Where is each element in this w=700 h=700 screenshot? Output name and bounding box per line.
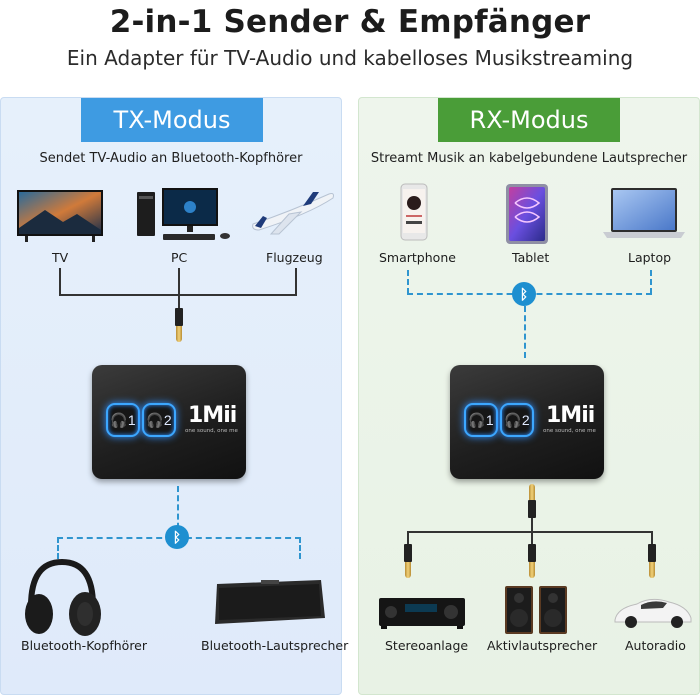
rx-aux-jack-stereo xyxy=(404,544,412,578)
rx-bt-link-smartphone xyxy=(407,270,409,294)
tx-source-label-flugzeug: Flugzeug xyxy=(266,250,323,265)
brand-logo: 1Mii xyxy=(188,403,237,428)
rx-output-label-car: Autoradio xyxy=(625,638,686,653)
brand-tagline: one sound, one me xyxy=(185,428,238,434)
rx-output-label-speakers: Aktivlautsprecher xyxy=(487,638,598,653)
car-icon xyxy=(611,594,695,630)
rx-cable-car xyxy=(651,531,653,545)
smartphone-icon xyxy=(400,183,428,241)
headphones-icon xyxy=(17,556,107,638)
rx-cable-speakers xyxy=(531,531,533,545)
tx-bt-link-down xyxy=(177,486,179,538)
page-title: 2-in-1 Sender & Empfänger xyxy=(109,4,591,40)
headphone-2-button[interactable]: 🎧2 xyxy=(500,403,534,437)
tx-aux-jack xyxy=(175,308,183,342)
tx-bt-link-speaker xyxy=(299,537,301,559)
rx-aux-jack xyxy=(528,484,536,518)
tx-adapter: 🎧1 🎧2 1Mii one sound, one me xyxy=(92,365,246,479)
rx-source-label-tablet: Tablet xyxy=(512,250,550,265)
tx-source-label-tv: TV xyxy=(52,250,69,265)
brand-tagline: one sound, one me xyxy=(543,428,596,434)
tx-source-label-pc: PC xyxy=(171,250,188,265)
pc-icon xyxy=(135,186,235,246)
rx-adapter: 🎧1 🎧2 1Mii one sound, one me xyxy=(450,365,604,479)
rx-cable-from-adapter xyxy=(531,518,533,532)
bluetooth-icon: ᛒ xyxy=(512,282,536,306)
active-speakers-icon xyxy=(503,584,569,636)
tx-cable-to-adapter xyxy=(178,294,180,308)
rx-bt-link-down xyxy=(524,306,526,358)
rx-cable-stereo xyxy=(407,531,409,545)
page-subtitle: Ein Adapter für TV-Audio und kabelloses … xyxy=(66,46,634,70)
tx-cable-flugzeug xyxy=(295,268,297,296)
rx-aux-jack-car xyxy=(648,544,656,578)
tx-output-label-speaker: Bluetooth-Lautsprecher xyxy=(201,638,349,653)
rx-mode-description: Streamt Musik an kabelgebundene Lautspre… xyxy=(370,151,688,166)
rx-cable-bus xyxy=(407,531,653,533)
tx-output-label-headphones: Bluetooth-Kopfhörer xyxy=(21,638,148,653)
rx-panel: RX-Modus Streamt Musik an kabelgebundene… xyxy=(358,97,700,695)
brand-logo: 1Mii xyxy=(546,403,595,428)
tv-icon xyxy=(15,188,105,244)
tx-mode-description: Sendet TV-Audio an Bluetooth-Kopfhörer xyxy=(39,151,303,166)
tx-cable-pc xyxy=(178,268,180,296)
headphone-1-button[interactable]: 🎧1 xyxy=(106,403,140,437)
rx-output-label-stereo: Stereoanlage xyxy=(385,638,469,653)
laptop-icon xyxy=(601,186,687,242)
tx-bt-link-headphones xyxy=(57,537,59,559)
rx-mode-tab: RX-Modus xyxy=(438,98,620,142)
tablet-icon xyxy=(505,183,549,245)
bluetooth-icon: ᛒ xyxy=(165,525,189,549)
tx-panel: TX-Modus Sendet TV-Audio an Bluetooth-Ko… xyxy=(0,97,348,695)
rx-bt-link-laptop xyxy=(650,270,652,294)
airplane-icon xyxy=(249,186,335,238)
headphone-2-button[interactable]: 🎧2 xyxy=(142,403,176,437)
rx-aux-jack-speakers xyxy=(528,544,536,578)
rx-source-label-smartphone: Smartphone xyxy=(379,250,456,265)
headphone-1-button[interactable]: 🎧1 xyxy=(464,403,498,437)
tx-mode-tab: TX-Modus xyxy=(81,98,263,142)
speaker-icon xyxy=(211,578,327,628)
tx-cable-tv xyxy=(59,268,61,296)
rx-source-label-laptop: Laptop xyxy=(628,250,672,265)
stereo-receiver-icon xyxy=(377,594,467,630)
